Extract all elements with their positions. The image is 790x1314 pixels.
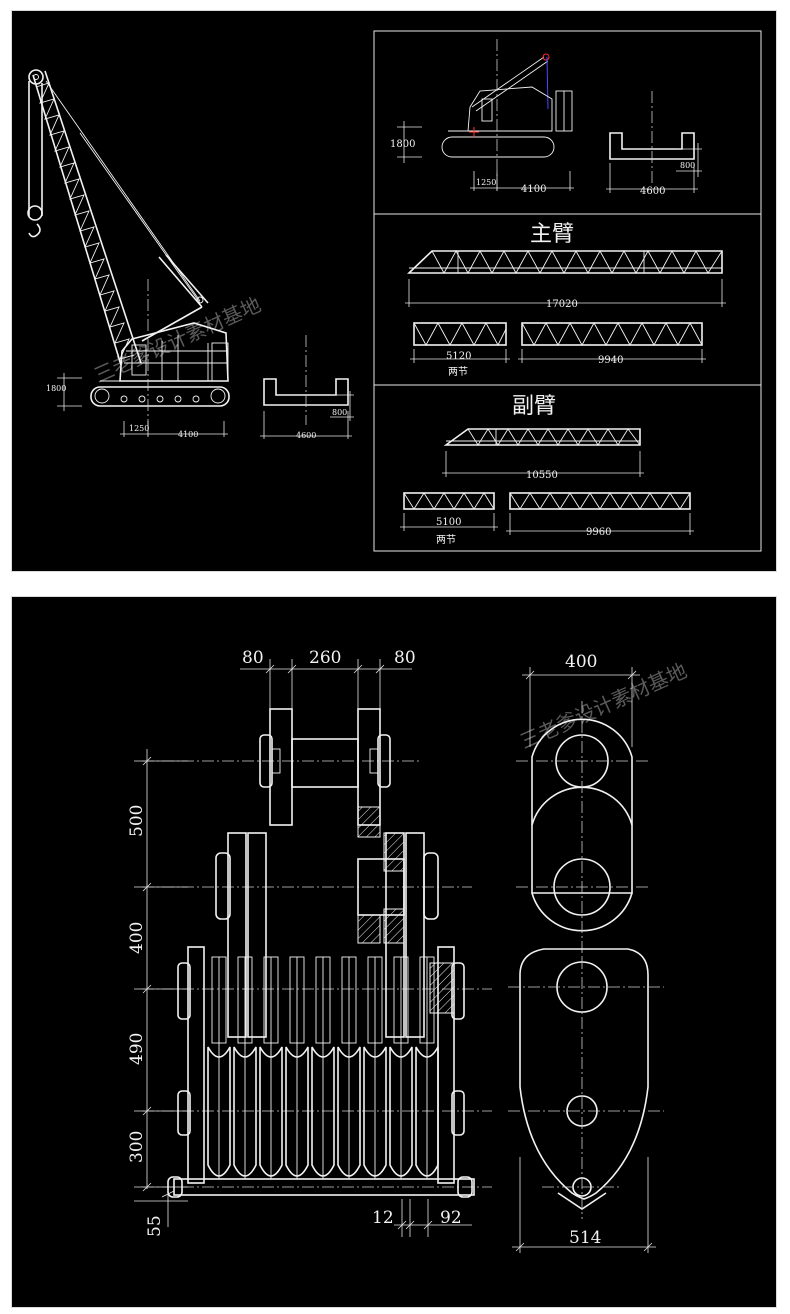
dim-v1: 500 — [127, 805, 147, 837]
main-boom-section-a: 5120 — [446, 351, 471, 362]
spacer-plate — [393, 956, 409, 1044]
jib-section: 副臂 10550 5100 两节 9960 — [400, 394, 694, 546]
inset-dim-track-front: 1250 — [476, 178, 496, 187]
dim-v4: 300 — [127, 1131, 147, 1163]
crane-base-plan: 4600 800 — [260, 335, 354, 440]
inset-dim-base-depth: 800 — [680, 161, 695, 170]
inset-dim-track-length: 4100 — [521, 184, 546, 195]
dim-top-mid: 260 — [309, 648, 341, 668]
sheave — [415, 1046, 439, 1177]
sheave-stack — [207, 956, 439, 1179]
main-boom-section: 主臂 17020 5120 两节 9940 — [405, 222, 726, 378]
jib-section-a: 5100 — [436, 517, 461, 528]
jib-section-b: 9960 — [586, 527, 611, 538]
spacer-plate — [341, 956, 357, 1044]
spacer-plate — [315, 956, 331, 1044]
pulley-block-drawing: 三老爹设计素材基地 80 260 80 500 400 490 300 — [127, 648, 690, 1253]
pulley-block-drawing-panel: 三老爹设计素材基地 80 260 80 500 400 490 300 — [11, 596, 777, 1308]
crane-inset: 1800 1250 4100 — [390, 39, 574, 195]
main-boom-section-a-note: 两节 — [448, 366, 468, 378]
sheave — [285, 1046, 309, 1177]
jib-title: 副臂 — [512, 394, 556, 419]
dim-bottom-right: 92 — [440, 1208, 462, 1228]
sheave — [233, 1046, 257, 1177]
pulley-block-side-view: 400 514 — [508, 652, 664, 1253]
spacer-plate — [289, 956, 305, 1044]
dim-track-length: 4100 — [178, 430, 198, 439]
sheave — [311, 1046, 335, 1177]
dim-bottom-left: 55 — [145, 1215, 165, 1237]
main-boom-overall: 17020 — [546, 299, 578, 310]
spacer-plate — [211, 956, 227, 1044]
dim-track-front: 1250 — [129, 424, 149, 433]
crane-drawing-panel: 三老爹设计素材基地 — [11, 10, 777, 572]
pulley-block-front-view: 80 260 80 500 400 490 300 55 — [127, 648, 492, 1237]
sheave — [363, 1046, 387, 1177]
side-dim-bottom: 514 — [569, 1228, 601, 1248]
inset-dim-base-width: 4600 — [640, 186, 665, 197]
jib-overall: 10550 — [526, 470, 558, 481]
spacer-plate — [367, 956, 383, 1044]
dim-v3: 490 — [127, 1033, 147, 1065]
inset-base-plan: 4600 800 — [606, 91, 702, 197]
crawler-crane: 1800 1250 4100 — [27, 69, 230, 439]
inset-dim-height: 1800 — [390, 139, 415, 150]
jib-section-a-note: 两节 — [436, 534, 456, 546]
dim-base-width: 4600 — [296, 431, 316, 440]
watermark: 三老爹设计素材基地 — [516, 658, 690, 753]
sheave — [259, 1046, 283, 1177]
side-dim-top: 400 — [565, 652, 597, 672]
dim-top-left: 80 — [242, 648, 264, 668]
dim-height: 1800 — [46, 384, 66, 393]
dim-base-depth: 800 — [332, 408, 347, 417]
sheave — [389, 1046, 413, 1177]
dim-bottom-mid: 12 — [372, 1208, 394, 1228]
crane-drawing: 三老爹设计素材基地 — [27, 30, 762, 552]
dim-v2: 400 — [127, 922, 147, 954]
main-boom-title: 主臂 — [530, 222, 574, 247]
spacer-plate — [263, 956, 279, 1044]
main-boom-section-b: 9940 — [598, 355, 623, 366]
sheave — [207, 1046, 231, 1177]
sheave — [337, 1046, 361, 1177]
dim-top-right: 80 — [394, 648, 416, 668]
spacer-plate — [419, 956, 435, 1044]
spacer-plate — [237, 956, 253, 1044]
